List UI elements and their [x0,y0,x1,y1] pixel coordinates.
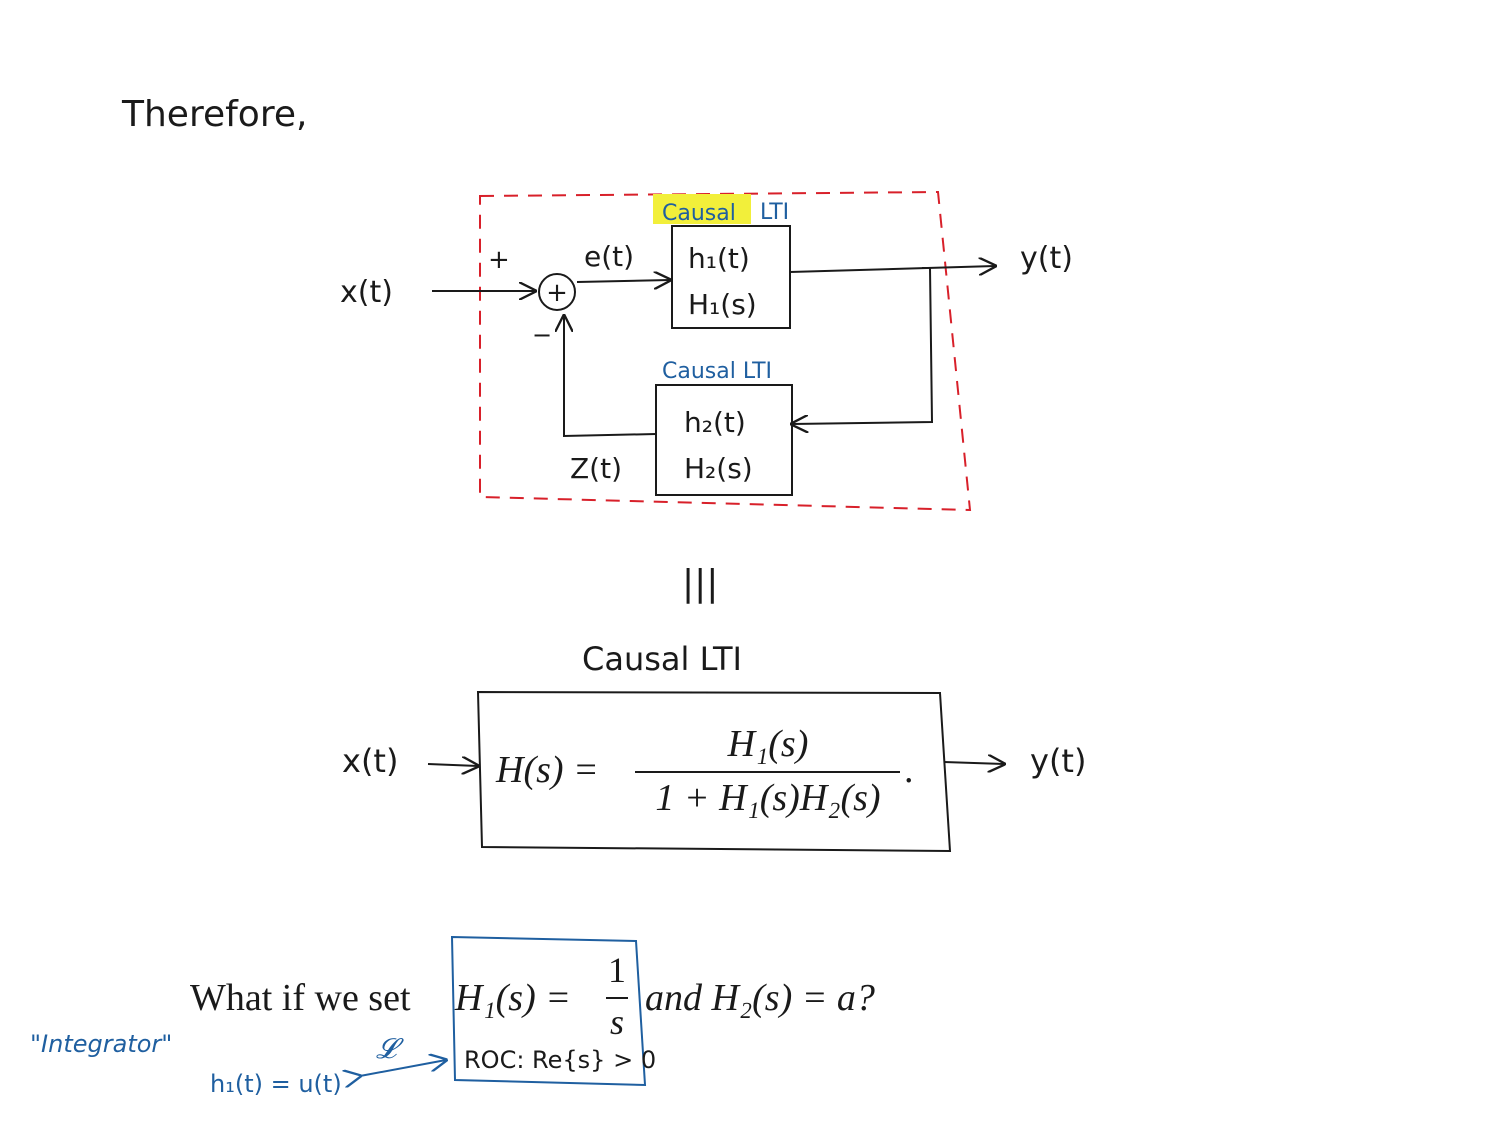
plus-sign: + [488,245,510,275]
overall-denominator: 1 + H₁(s)H₂(s) [655,777,880,819]
z-signal-path [564,316,657,438]
overall-output-signal: y(t) [1030,742,1086,780]
question-suffix: and H₂(s) = a? [645,977,875,1019]
overall-output-arrow [943,762,1004,764]
question-prefix: What if we set [190,977,411,1019]
equivalence-sign: ||| [682,563,718,604]
overall-causal-lti-label: Causal LTI [582,640,742,678]
h1-transfer-function: H₁(s) [688,288,757,321]
summing-junction [538,273,576,311]
h2-impulse-response: h₂(t) [684,406,746,439]
output-arrow [789,266,995,272]
h1-block [671,225,791,329]
minus-sign: − [532,321,552,349]
laplace-symbol: 𝓛 [376,1034,404,1065]
overall-system-box [476,690,952,853]
h2-transfer-function: H₂(s) [684,452,753,485]
feedback-path [792,267,934,424]
h1-impulse-response: h₁(t) [688,242,750,275]
overall-period: . [904,749,914,791]
overall-numerator: H₁(s) [727,723,809,765]
impulse-response-note: h₁(t) = u(t) [210,1070,342,1098]
h1-causal-word: Causal [662,201,736,226]
feedback-diagram: Causal LTI x(t) + + − e(t) h₁(t) H₁(s) y… [340,190,1073,512]
overall-input-signal: x(t) [342,742,398,780]
h2-block [655,384,793,496]
integrator-label: "Integrator" [30,1030,172,1058]
output-signal: y(t) [1020,241,1073,276]
summing-junction-symbol: + [546,278,568,308]
laplace-pair-arrow [360,1060,446,1076]
question-frac-denominator: s [610,1002,624,1042]
overall-system: Causal LTI x(t) H(s) = H₁(s) 1 + H₁(s)H₂… [342,640,1086,853]
question: What if we set H₁(s) = 1 s and H₂(s) = a… [190,935,875,1087]
error-signal: e(t) [584,240,634,273]
roc-label: ROC: Re{s} > 0 [464,1046,656,1074]
input-signal: x(t) [340,275,393,310]
causal-highlight [653,194,751,224]
integrator-note: "Integrator" 𝓛 h₁(t) = u(t) [30,1030,446,1098]
question-h1-lhs: H₁(s) = [454,977,571,1019]
question-frac-numerator: 1 [608,950,626,990]
system-boundary [479,190,972,512]
h2-causal-lti-label: Causal LTI [662,359,772,384]
overall-input-arrow [427,764,478,766]
overall-h-lhs: H(s) = [495,749,599,791]
h1-lti-word: LTI [760,200,789,225]
heading-therefore: Therefore, [121,94,307,135]
error-arrow [576,280,670,282]
h1-choice-box [450,935,647,1087]
z-signal: Z(t) [570,452,622,485]
